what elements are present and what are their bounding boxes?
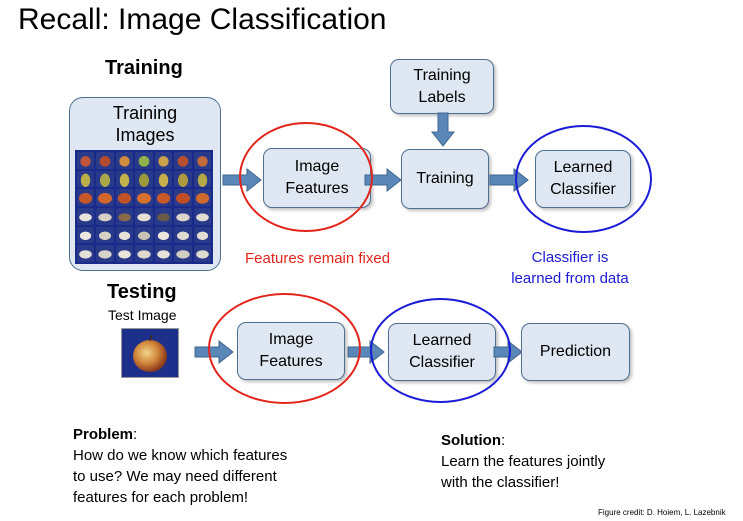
apple-thumb bbox=[154, 152, 173, 169]
horse-thumb bbox=[193, 245, 211, 262]
training-images-label-line2: Images bbox=[115, 125, 175, 145]
arrow-down-icon bbox=[430, 112, 456, 147]
horse-thumb bbox=[96, 245, 114, 262]
apple-thumb bbox=[77, 152, 95, 169]
problem-line1: How do we know which features bbox=[73, 447, 288, 464]
tomato-thumb bbox=[115, 189, 134, 206]
test-image bbox=[121, 328, 179, 378]
tomato-thumb bbox=[174, 189, 192, 206]
training-heading: Training bbox=[105, 57, 183, 79]
figure-credit: Figure credit: D. Hoiem, L. Lazebnik bbox=[598, 508, 726, 517]
prediction-box: Prediction bbox=[521, 323, 630, 381]
blue-highlight-ellipse bbox=[515, 125, 652, 233]
solution-line2: with the classifier! bbox=[441, 474, 560, 491]
testing-heading: Testing bbox=[107, 281, 177, 303]
tomato-thumb bbox=[154, 189, 173, 206]
cow-thumb bbox=[115, 207, 134, 225]
training-labels-line2: Labels bbox=[418, 88, 466, 106]
dog-thumb bbox=[135, 226, 153, 244]
apple-thumb bbox=[193, 152, 211, 169]
tomato-thumb bbox=[96, 189, 114, 206]
pear-thumb bbox=[96, 170, 114, 188]
solution-heading: Solution bbox=[441, 432, 501, 449]
cow-thumb bbox=[174, 207, 192, 225]
apple-icon bbox=[133, 334, 167, 372]
dog-thumb bbox=[96, 226, 114, 244]
pear-thumb bbox=[193, 170, 211, 188]
test-image-label: Test Image bbox=[108, 307, 177, 323]
cow-thumb bbox=[77, 207, 95, 225]
problem-note: Problem: How do we know which features t… bbox=[73, 424, 373, 508]
training-images-panel: Training Images bbox=[69, 97, 221, 271]
cow-thumb bbox=[193, 207, 211, 225]
tomato-thumb bbox=[135, 189, 153, 206]
apple-thumb bbox=[115, 152, 134, 169]
training-box: Training bbox=[401, 149, 489, 209]
horse-thumb bbox=[154, 245, 173, 262]
pear-thumb bbox=[115, 170, 134, 188]
tomato-thumb bbox=[77, 189, 95, 206]
horse-thumb bbox=[174, 245, 192, 262]
pear-thumb bbox=[174, 170, 192, 188]
cow-thumb bbox=[135, 207, 153, 225]
pear-thumb bbox=[154, 170, 173, 188]
apple-thumb bbox=[135, 152, 153, 169]
red-highlight-ellipse bbox=[208, 293, 361, 404]
horse-thumb bbox=[77, 245, 95, 262]
classifier-learned-note: Classifier is learned from data bbox=[500, 247, 640, 289]
solution-line1: Learn the features jointly bbox=[441, 453, 606, 470]
classifier-learned-line1: Classifier is bbox=[531, 249, 609, 266]
pear-thumb bbox=[135, 170, 153, 188]
classifier-learned-line2: learned from data bbox=[511, 270, 629, 287]
problem-line2: to use? We may need different bbox=[73, 468, 277, 485]
blue-highlight-ellipse bbox=[370, 298, 511, 403]
pear-thumb bbox=[77, 170, 95, 188]
training-labels-line1: Training bbox=[413, 66, 471, 84]
apple-thumb bbox=[174, 152, 192, 169]
slide-title: Recall: Image Classification bbox=[18, 3, 387, 36]
dog-thumb bbox=[193, 226, 211, 244]
features-fixed-note: Features remain fixed bbox=[245, 250, 391, 267]
red-highlight-ellipse bbox=[239, 122, 373, 232]
tomato-thumb bbox=[193, 189, 211, 206]
cow-thumb bbox=[96, 207, 114, 225]
dog-thumb bbox=[77, 226, 95, 244]
training-images-label-line1: Training bbox=[112, 103, 178, 123]
solution-note: Solution: Learn the features jointly wit… bbox=[441, 430, 701, 493]
dog-thumb bbox=[174, 226, 192, 244]
problem-line3: features for each problem! bbox=[73, 489, 249, 506]
cow-thumb bbox=[154, 207, 173, 225]
horse-thumb bbox=[115, 245, 134, 262]
dog-thumb bbox=[154, 226, 173, 244]
apple-thumb bbox=[96, 152, 114, 169]
problem-heading: Problem bbox=[73, 426, 134, 443]
dog-thumb bbox=[115, 226, 134, 244]
horse-thumb bbox=[135, 245, 153, 262]
training-image-grid bbox=[75, 150, 213, 264]
